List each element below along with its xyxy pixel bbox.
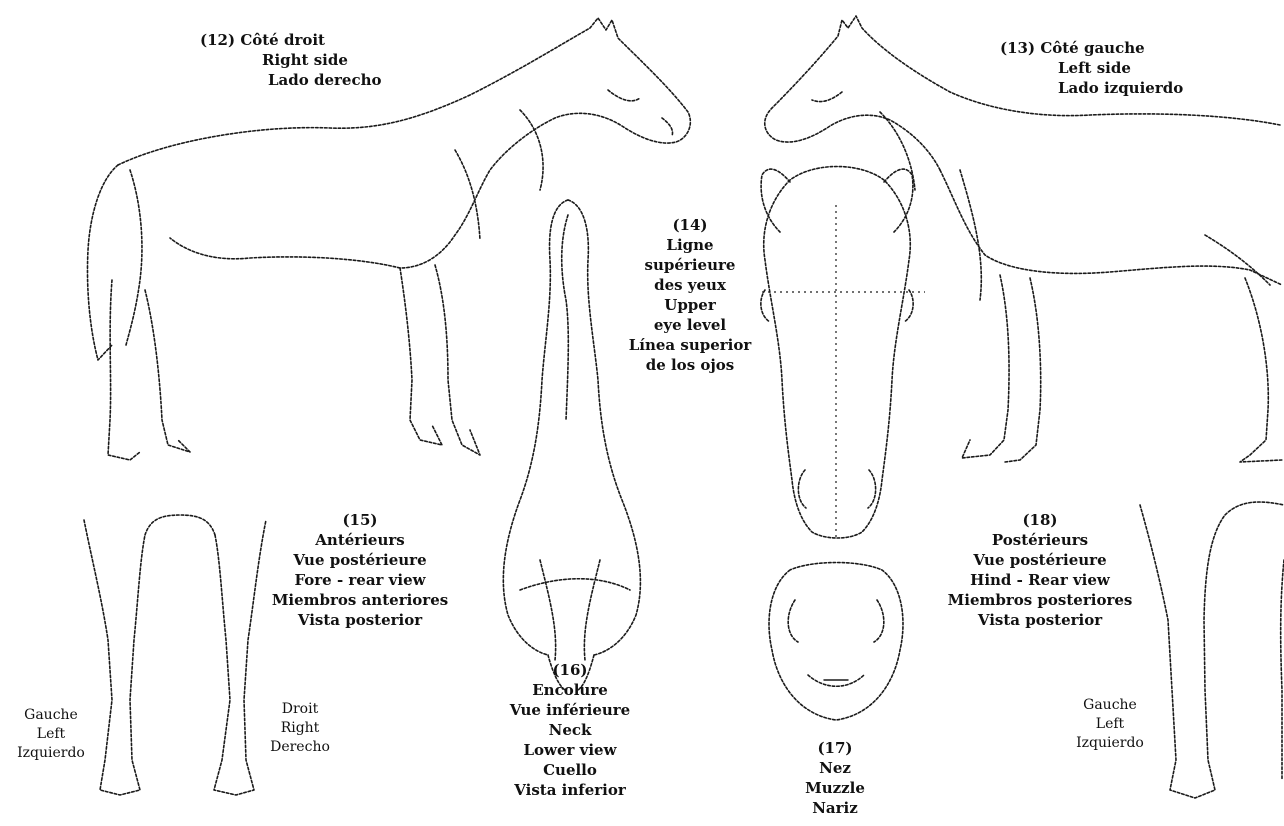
- view-16-line-6: Vista inferior: [480, 780, 660, 800]
- fore-left-line-3: Izquierdo: [6, 744, 96, 763]
- label-view-12: (12) Côté droit Right side Lado derecho: [200, 30, 420, 90]
- view-18-number: (18): [920, 510, 1160, 530]
- view-14-number: (14): [600, 215, 780, 235]
- view-18-line-5: Vista posterior: [920, 610, 1160, 630]
- view-18-line-2: Vue postérieure: [920, 550, 1160, 570]
- view-15-line-2: Vue postérieure: [245, 550, 475, 570]
- head-front-view-outline: [761, 167, 925, 541]
- fore-left-line-2: Left: [6, 725, 96, 744]
- label-fore-right: Droit Right Derecho: [255, 700, 345, 757]
- view-16-line-1: Encolure: [480, 680, 660, 700]
- view-12-line-3: Lado derecho: [200, 70, 420, 90]
- fore-left-line-1: Gauche: [6, 706, 96, 725]
- view-14-line-1: Ligne: [600, 235, 780, 255]
- view-16-number: (16): [480, 660, 660, 680]
- view-16-line-2: Vue inférieure: [480, 700, 660, 720]
- view-13-line-1: Côté gauche: [1040, 39, 1144, 57]
- view-16-line-5: Cuello: [480, 760, 660, 780]
- fore-right-line-2: Right: [255, 719, 345, 738]
- forelegs-rear-view-outline: [84, 515, 266, 795]
- label-view-18: (18) Postérieurs Vue postérieure Hind - …: [920, 510, 1160, 630]
- label-view-13: (13) Côté gauche Left side Lado izquierd…: [1000, 38, 1240, 98]
- label-hind-left: Gauche Left Izquierdo: [1060, 696, 1160, 753]
- view-15-number: (15): [245, 510, 475, 530]
- view-17-line-1: Nez: [780, 758, 890, 778]
- muzzle-outline: [769, 563, 903, 721]
- view-16-line-3: Neck: [480, 720, 660, 740]
- view-14-line-2: supérieure: [600, 255, 780, 275]
- view-18-line-1: Postérieurs: [920, 530, 1160, 550]
- view-13-line-3: Lado izquierdo: [1000, 78, 1240, 98]
- view-17-line-3: Nariz: [780, 798, 890, 818]
- hind-left-line-1: Gauche: [1060, 696, 1160, 715]
- fore-right-line-3: Derecho: [255, 738, 345, 757]
- label-view-16: (16) Encolure Vue inférieure Neck Lower …: [480, 660, 660, 800]
- view-17-number: (17): [780, 738, 890, 758]
- view-14-line-6: Línea superior: [600, 335, 780, 355]
- view-14-line-4: Upper: [600, 295, 780, 315]
- view-13-line-2: Left side: [1000, 58, 1240, 78]
- view-18-line-4: Miembros posteriores: [920, 590, 1160, 610]
- hind-left-line-3: Izquierdo: [1060, 734, 1160, 753]
- view-14-line-3: des yeux: [600, 275, 780, 295]
- view-14-line-7: de los ojos: [600, 355, 780, 375]
- view-16-line-4: Lower view: [480, 740, 660, 760]
- label-view-14: (14) Ligne supérieure des yeux Upper eye…: [600, 215, 780, 375]
- view-15-line-5: Vista posterior: [245, 610, 475, 630]
- view-12-line-2: Right side: [200, 50, 420, 70]
- view-14-line-5: eye level: [600, 315, 780, 335]
- view-13-number: (13): [1000, 39, 1035, 57]
- view-17-line-2: Muzzle: [780, 778, 890, 798]
- view-18-line-3: Hind - Rear view: [920, 570, 1160, 590]
- label-view-15: (15) Antérieurs Vue postérieure Fore - r…: [245, 510, 475, 630]
- view-15-line-1: Antérieurs: [245, 530, 475, 550]
- view-15-line-3: Fore - rear view: [245, 570, 475, 590]
- view-12-number: (12): [200, 31, 235, 49]
- hindlegs-rear-view-outline: [1140, 502, 1284, 798]
- label-view-17: (17) Nez Muzzle Nariz: [780, 738, 890, 818]
- label-fore-left: Gauche Left Izquierdo: [6, 706, 96, 763]
- fore-right-line-1: Droit: [255, 700, 345, 719]
- view-12-line-1: Côté droit: [240, 31, 325, 49]
- hind-left-line-2: Left: [1060, 715, 1160, 734]
- view-15-line-4: Miembros anteriores: [245, 590, 475, 610]
